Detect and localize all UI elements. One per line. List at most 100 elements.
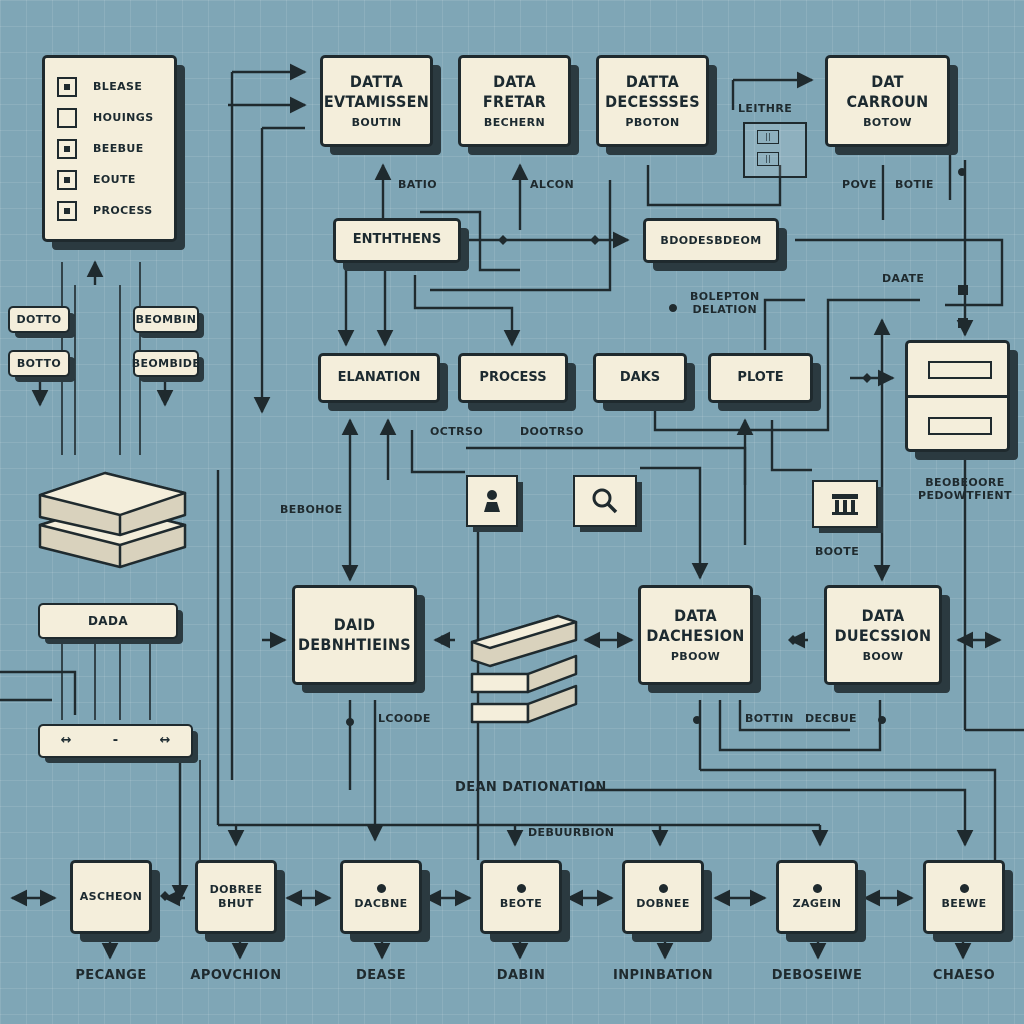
left-tag-1-label: DOTTO	[16, 312, 62, 326]
double-arrow-icon-2[interactable]: ↔	[159, 732, 171, 748]
minus-icon[interactable]: -	[112, 732, 119, 748]
bottom-node[interactable]: ZAGEIN	[776, 860, 858, 934]
form-field-1[interactable]	[928, 361, 992, 379]
double-arrow-icon[interactable]: ↔	[60, 732, 72, 748]
checkbox[interactable]	[57, 169, 77, 190]
node-bdoc-label: BDODESBDEOM	[660, 233, 762, 247]
label-botie: BOTIE	[895, 178, 934, 191]
data-label-text: DADA	[87, 613, 129, 628]
bullet-icon	[376, 883, 386, 893]
label-daate: DAATE	[882, 272, 925, 285]
lower-node-1[interactable]: DAID DEBNHTIEINS	[292, 585, 417, 685]
bottom-node-caption: DEASE	[356, 968, 406, 983]
node-plote-label: PLOTE	[737, 369, 784, 385]
form-field-2[interactable]	[928, 417, 992, 435]
top-node-3-title: DATTA DECESSSES	[605, 72, 700, 112]
label-bolepton: BOLEPTON DELATION	[690, 290, 760, 316]
checkbox[interactable]	[57, 138, 77, 159]
stack-planks-icon	[470, 614, 578, 724]
bottom-node-caption: APOVCHION	[190, 968, 282, 983]
checklist-item-label: EOUTE	[93, 172, 136, 186]
left-tag-4-label: BEOMBIDE	[131, 356, 201, 370]
bottom-node-caption: DABIN	[496, 968, 546, 983]
node-process[interactable]: PROCESS	[458, 353, 568, 403]
bottom-node-title: BEEWE	[941, 896, 987, 910]
bottom-node-title: DACBNE	[354, 896, 408, 910]
label-stack-caption: DEAN DATIONATION	[455, 780, 607, 795]
lower-node-2[interactable]: DATA DACHESION PBOOW	[638, 585, 753, 685]
bottom-node-title: ASCHEON	[79, 890, 143, 904]
left-tag-2-label: BEOMBIN	[135, 312, 197, 326]
node-enthens[interactable]: ENTHTHENS	[333, 218, 461, 263]
bottom-node[interactable]: DOBREE BHUT	[195, 860, 277, 934]
label-alcon: ALCON	[530, 178, 575, 191]
bottom-node-title: DOBNEE	[636, 896, 690, 910]
checklist-item[interactable]: PROCESS	[57, 195, 167, 226]
node-elanation[interactable]: ELANATION	[318, 353, 440, 403]
top-node-4[interactable]: DAT CARROUN BOTOW	[825, 55, 950, 147]
bottom-node-title: BEOTE	[499, 896, 543, 910]
lower-node-3-title: DATA DUECSSION	[834, 606, 932, 646]
node-plote[interactable]: PLOTE	[708, 353, 813, 403]
top-node-4-title: DAT CARROUN	[846, 72, 929, 112]
node-bdoc[interactable]: BDODESBDEOM	[643, 218, 779, 263]
label-debuurbion: DEBUURBION	[528, 826, 615, 839]
checkbox[interactable]	[57, 107, 77, 128]
bank-icon[interactable]	[812, 480, 878, 528]
bottom-node-caption: CHAESO	[932, 968, 996, 983]
bullet-icon	[516, 883, 526, 893]
bottom-node[interactable]: DACBNE	[340, 860, 422, 934]
lower-node-2-sub: PBOOW	[670, 650, 721, 664]
bottom-node-title: DOBREE BHUT	[209, 883, 263, 910]
lower-node-3-sub: BOOW	[862, 650, 904, 664]
top-node-3[interactable]: DATTA DECESSSES PBOTON	[596, 55, 709, 147]
bottom-node[interactable]: BEOTE	[480, 860, 562, 934]
bottom-node-title: ZAGEIN	[792, 896, 842, 910]
checklist-item[interactable]: HOUINGS	[57, 102, 167, 133]
bottom-node[interactable]: ASCHEON	[70, 860, 152, 934]
bottom-node[interactable]: BEEWE	[923, 860, 1005, 934]
checklist-item-label: BEEBUE	[93, 141, 144, 155]
lower-node-1-title: DAID DEBNHTIEINS	[298, 615, 411, 654]
checklist-item[interactable]: BLEASE	[57, 71, 167, 102]
label-pove: POVE	[842, 178, 877, 191]
checklist-item[interactable]: EOUTE	[57, 164, 167, 195]
node-enthens-label: ENTHTHENS	[352, 232, 442, 248]
left-tag-4[interactable]: BEOMBIDE	[131, 350, 201, 377]
left-tag-3[interactable]: BOTTO	[8, 350, 70, 377]
user-icon[interactable]	[466, 475, 518, 527]
top-node-1-title: DATTA EVTAMISSEN	[323, 72, 430, 112]
arrow-toolbar[interactable]: ↔ - ↔	[38, 724, 193, 758]
checkbox[interactable]	[57, 76, 77, 97]
node-daks-label: DAKS	[619, 369, 661, 385]
bullet-icon	[658, 883, 668, 893]
bottom-node-caption: PECANGE	[75, 968, 147, 983]
search-icon[interactable]	[573, 475, 637, 527]
top-node-2-sub: BECHERN	[483, 116, 546, 130]
bullet-icon	[812, 883, 822, 893]
list-icon: || ||	[743, 122, 807, 178]
label-botin: BOTTIN	[745, 712, 794, 725]
form-panel[interactable]	[905, 340, 1010, 452]
left-tag-1[interactable]: DOTTO	[8, 306, 70, 333]
label-beobe: BEOBEOORE PEDOWTFIENT	[918, 476, 1012, 502]
label-leithre: LEITHRE	[738, 102, 793, 115]
bottom-node[interactable]: DOBNEE	[622, 860, 704, 934]
data-label-box[interactable]: DADA	[38, 603, 178, 639]
lower-node-2-title: DATA DACHESION	[646, 606, 745, 646]
lower-node-3[interactable]: DATA DUECSSION BOOW	[824, 585, 942, 685]
top-node-2[interactable]: DATA FRETAR BECHERN	[458, 55, 571, 147]
form-divider	[908, 395, 1007, 398]
left-tag-2[interactable]: BEOMBIN	[133, 306, 199, 333]
checklist-item[interactable]: BEEBUE	[57, 133, 167, 164]
checkbox[interactable]	[57, 200, 77, 221]
top-node-3-sub: PBOTON	[625, 116, 680, 130]
stack-icon	[38, 471, 187, 569]
node-daks[interactable]: DAKS	[593, 353, 687, 403]
top-node-1[interactable]: DATTA EVTAMISSEN BOUTIN	[320, 55, 433, 147]
label-batio: BATIO	[398, 178, 437, 191]
label-boote: BOOTE	[815, 545, 860, 558]
